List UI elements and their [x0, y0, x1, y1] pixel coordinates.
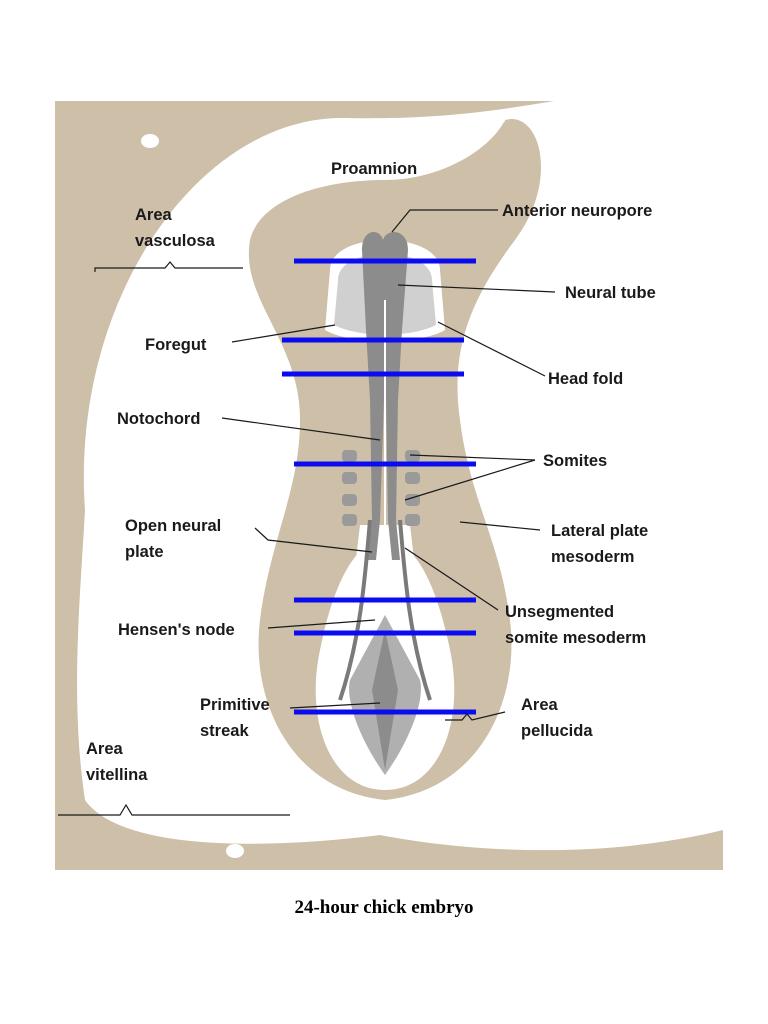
leader-lines	[221, 209, 556, 709]
leader-somites-1	[409, 454, 536, 461]
label-area-vasculosa-2: vasculosa	[135, 232, 216, 250]
label-neural-tube: Neural tube	[565, 284, 656, 302]
leader-primitive-streak	[289, 702, 381, 709]
neural-fold-left	[338, 519, 372, 701]
dot	[141, 134, 159, 148]
leader-lateral-plate	[459, 521, 541, 531]
leader-head-fold	[437, 321, 546, 377]
label-area-pellucida-1: Area	[521, 696, 559, 714]
label-open-neural-plate-1: Open neural	[125, 517, 221, 535]
leader-unsegmented	[404, 547, 499, 611]
somite	[342, 450, 357, 462]
dot	[651, 150, 669, 164]
label-proamnion: Proamnion	[331, 160, 417, 178]
label-unsegmented-1: Unsegmented	[505, 603, 614, 621]
somite	[342, 494, 357, 506]
leader-hensens-node	[267, 619, 376, 629]
label-notochord: Notochord	[117, 410, 200, 428]
leader-notochord	[221, 417, 381, 441]
dot	[674, 762, 692, 776]
primitive-streak-groove	[372, 630, 398, 770]
somite	[405, 514, 420, 526]
label-hensens-node: Hensen's node	[118, 621, 235, 639]
somites	[342, 450, 420, 526]
leader-anterior-neuropore	[391, 209, 498, 233]
label-anterior-neuropore: Anterior neuropore	[502, 202, 652, 220]
label-primitive-streak-2: streak	[200, 722, 249, 740]
dot	[659, 815, 677, 829]
neural-fold-right	[398, 519, 432, 701]
somite	[405, 472, 420, 484]
area-vasculosa-bracket	[94, 261, 243, 272]
leader-open-neural-plate	[254, 527, 373, 553]
leader-neural-tube	[397, 284, 556, 293]
label-foregut: Foregut	[145, 336, 207, 354]
label-area-vitellina-2: vitellina	[86, 766, 148, 784]
label-head-fold: Head fold	[548, 370, 623, 388]
label-area-pellucida-2: pellucida	[521, 722, 593, 740]
somite	[342, 472, 357, 484]
figure-caption: 24-hour chick embryo	[294, 897, 474, 918]
section-lines	[282, 258, 476, 715]
label-area-vitellina-1: Area	[86, 740, 124, 758]
label-open-neural-plate-2: plate	[125, 543, 164, 561]
area-vitellina-bracket	[58, 803, 290, 816]
label-somites: Somites	[543, 452, 607, 470]
label-area-vasculosa-1: Area	[135, 206, 173, 224]
somite	[342, 514, 357, 526]
leader-foregut	[231, 324, 336, 343]
label-unsegmented-2: somite mesoderm	[505, 629, 646, 647]
dot	[226, 844, 244, 858]
label-lateral-plate-1: Lateral plate	[551, 522, 648, 540]
label-primitive-streak-1: Primitive	[200, 696, 270, 714]
background-dots	[141, 134, 692, 858]
label-lateral-plate-2: mesoderm	[551, 548, 634, 566]
somite	[405, 450, 420, 462]
leader-somites-2	[404, 459, 536, 501]
area-border-lip	[413, 114, 506, 147]
